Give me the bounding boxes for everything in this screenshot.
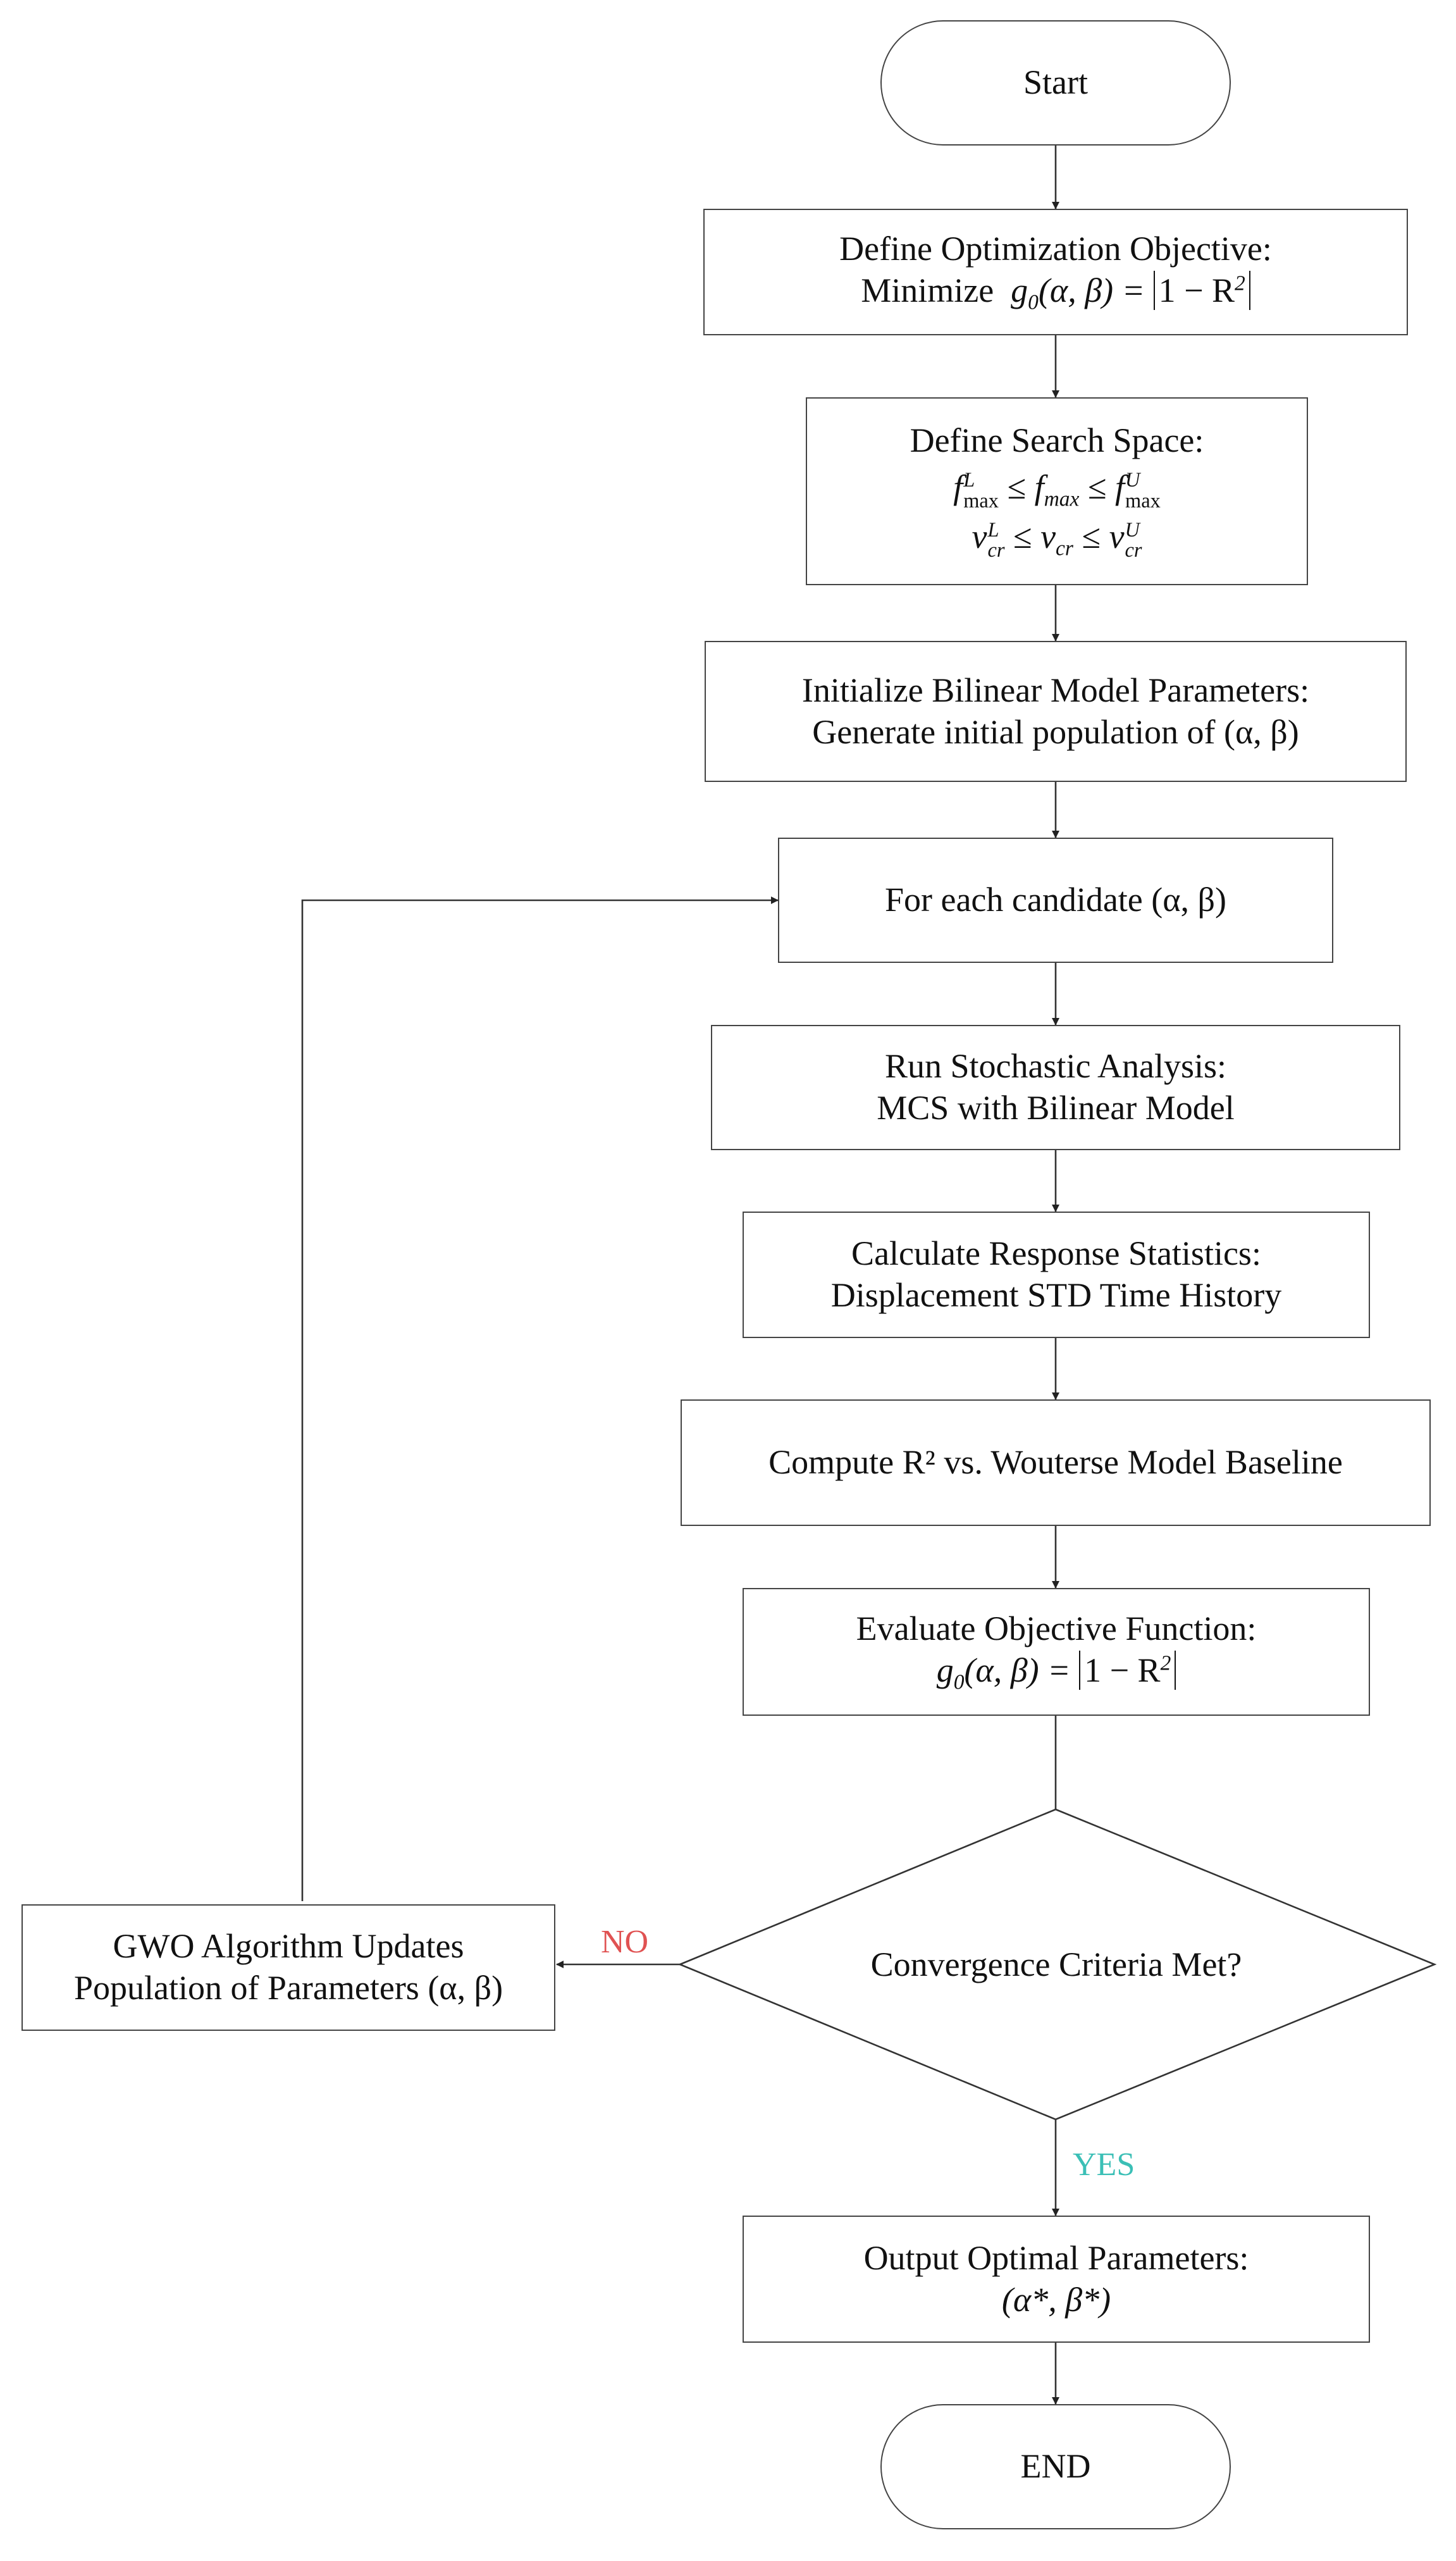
evaluate-title: Evaluate Objective Function: xyxy=(856,1609,1257,1647)
gwo-update-subtitle: Population of Parameters (α, β) xyxy=(73,1969,503,2007)
evaluate-box: Evaluate Objective Function: g0(α, β) = … xyxy=(743,1588,1370,1716)
evaluate-formula: g0(α, β) = 1 − R2 xyxy=(937,1650,1176,1696)
initialize-subtitle: Generate initial population of (α, β) xyxy=(812,712,1299,751)
run-analysis-box: Run Stochastic Analysis: MCS with Biline… xyxy=(711,1025,1400,1150)
calc-stats-subtitle: Displacement STD Time History xyxy=(830,1276,1282,1314)
output-box: Output Optimal Parameters: (α*, β*) xyxy=(743,2216,1370,2343)
objective-func: g0(α, β) = 1 − R2 xyxy=(1003,270,1250,314)
convergence-label: Convergence Criteria Met? xyxy=(870,1945,1242,1983)
gwo-update-box: GWO Algorithm Updates Population of Para… xyxy=(22,1904,555,2031)
edge-gwo-foreach xyxy=(301,896,779,1901)
output-subtitle: (α*, β*) xyxy=(1001,2280,1111,2319)
initialize-title: Initialize Bilinear Model Parameters: xyxy=(801,671,1310,709)
start-label: Start xyxy=(1023,63,1088,102)
end-terminal: END xyxy=(880,2404,1231,2529)
for-each-box: For each candidate (α, β) xyxy=(778,838,1333,963)
search-space-title: Define Search Space: xyxy=(910,421,1204,460)
run-analysis-title: Run Stochastic Analysis: xyxy=(885,1047,1226,1086)
gwo-update-title: GWO Algorithm Updates xyxy=(113,1927,464,1966)
calc-stats-title: Calculate Response Statistics: xyxy=(851,1234,1261,1273)
define-objective-box: Define Optimization Objective: Minimize … xyxy=(703,209,1408,335)
output-title: Output Optimal Parameters: xyxy=(863,2238,1249,2277)
end-label: END xyxy=(1020,2447,1091,2486)
compute-r2-box: Compute R² vs. Wouterse Model Baseline xyxy=(681,1399,1431,1526)
define-objective-title: Define Optimization Objective: xyxy=(839,229,1272,268)
calc-stats-box: Calculate Response Statistics: Displacem… xyxy=(743,1212,1370,1338)
run-analysis-subtitle: MCS with Bilinear Model xyxy=(877,1089,1235,1127)
start-terminal: Start xyxy=(880,20,1231,146)
define-objective-formula: Minimize g0(α, β) = 1 − R2 xyxy=(861,270,1250,316)
yes-label: YES xyxy=(1073,2147,1135,2183)
initialize-box: Initialize Bilinear Model Parameters: Ge… xyxy=(705,641,1407,782)
no-label: NO xyxy=(601,1924,649,1960)
for-each-label: For each candidate (α, β) xyxy=(884,881,1227,919)
compute-r2-label: Compute R² vs. Wouterse Model Baseline xyxy=(768,1443,1343,1482)
